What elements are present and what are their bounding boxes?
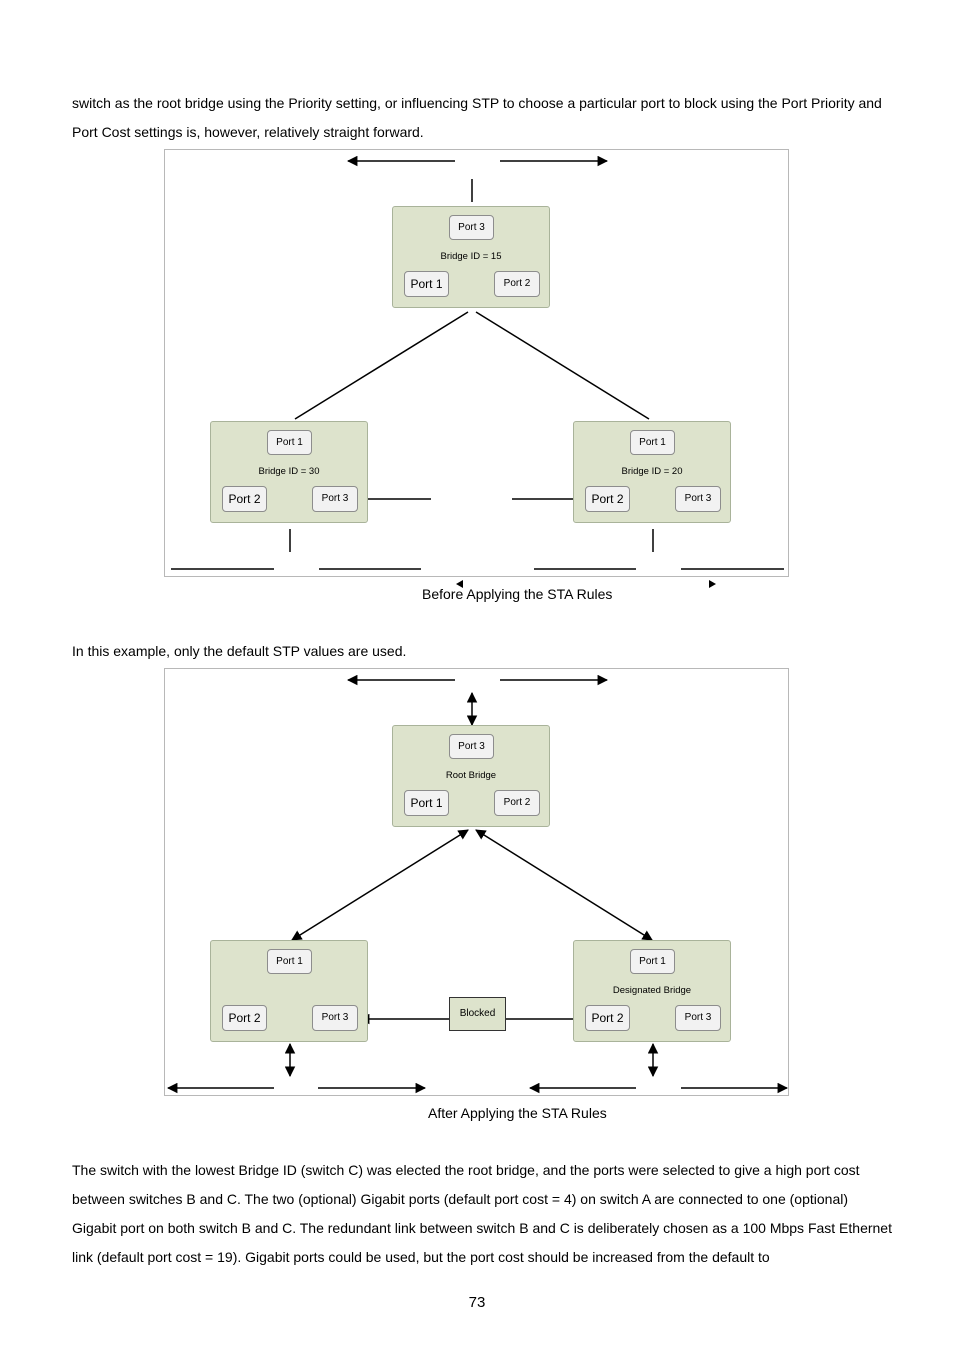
- figure-after-sta: Port 3 Root Bridge Port 1 Port 2 Port 1 …: [164, 668, 789, 1096]
- closing-paragraph: The switch with the lowest Bridge ID (sw…: [72, 1162, 892, 1265]
- figure1-stray-arrowheads: [456, 580, 716, 588]
- port-2: Port 2: [585, 486, 630, 512]
- port-1: Port 1: [267, 949, 312, 974]
- figure-before-sta: Port 3 Bridge ID = 15 Port 1 Port 2 Port…: [164, 149, 789, 577]
- link-top-right: [475, 829, 653, 941]
- switch-root: Port 3 Root Bridge Port 1 Port 2: [392, 725, 550, 827]
- port-2: Port 2: [494, 790, 540, 816]
- stray-arrowhead-left: [456, 580, 463, 588]
- figure2-links: [166, 674, 789, 1094]
- intro-paragraph: switch as the root bridge using the Prio…: [72, 95, 882, 140]
- port-2: Port 2: [222, 1005, 267, 1031]
- designated-bridge-label: Designated Bridge: [612, 985, 692, 996]
- port-3: Port 3: [675, 1005, 721, 1031]
- port-3: Port 3: [312, 1005, 358, 1031]
- middle-paragraph: In this example, only the default STP va…: [72, 643, 407, 659]
- figure2-caption: After Applying the STA Rules: [428, 1105, 607, 1121]
- port-1: Port 1: [267, 430, 312, 455]
- bridge-label: Bridge ID = 15: [440, 251, 502, 262]
- bridge-label: Bridge ID = 30: [258, 466, 320, 477]
- port-3: Port 3: [312, 486, 358, 512]
- stray-arrowhead-right: [709, 580, 716, 588]
- port-2: Port 2: [494, 271, 540, 297]
- port-3: Port 3: [449, 215, 494, 240]
- bridge-label: Bridge ID = 20: [621, 466, 683, 477]
- port-1: Port 1: [404, 271, 449, 297]
- port-1: Port 1: [404, 790, 449, 816]
- root-bridge-label: Root Bridge: [445, 770, 497, 781]
- port-1: Port 1: [630, 949, 675, 974]
- switch-left: Port 1 Bridge ID = 30 Port 2 Port 3: [210, 421, 368, 523]
- link-top-left: [294, 311, 469, 420]
- link-top-left: [291, 829, 469, 941]
- figure1-links: [171, 155, 784, 570]
- port-2: Port 2: [585, 1005, 630, 1031]
- switch-left: Port 1 Port 2 Port 3: [210, 940, 368, 1042]
- port-1: Port 1: [630, 430, 675, 455]
- blocked-link-box: Blocked: [449, 997, 506, 1031]
- figure1-caption: Before Applying the STA Rules: [422, 586, 613, 602]
- port-3: Port 3: [675, 486, 721, 512]
- port-3: Port 3: [449, 734, 494, 759]
- switch-right: Port 1 Bridge ID = 20 Port 2 Port 3: [573, 421, 731, 523]
- port-2: Port 2: [222, 486, 267, 512]
- page-number: 73: [468, 1294, 486, 1311]
- switch-top: Port 3 Bridge ID = 15 Port 1 Port 2: [392, 206, 550, 308]
- switch-designated: Port 1 Designated Bridge Port 2 Port 3: [573, 940, 731, 1042]
- link-top-right: [475, 311, 650, 420]
